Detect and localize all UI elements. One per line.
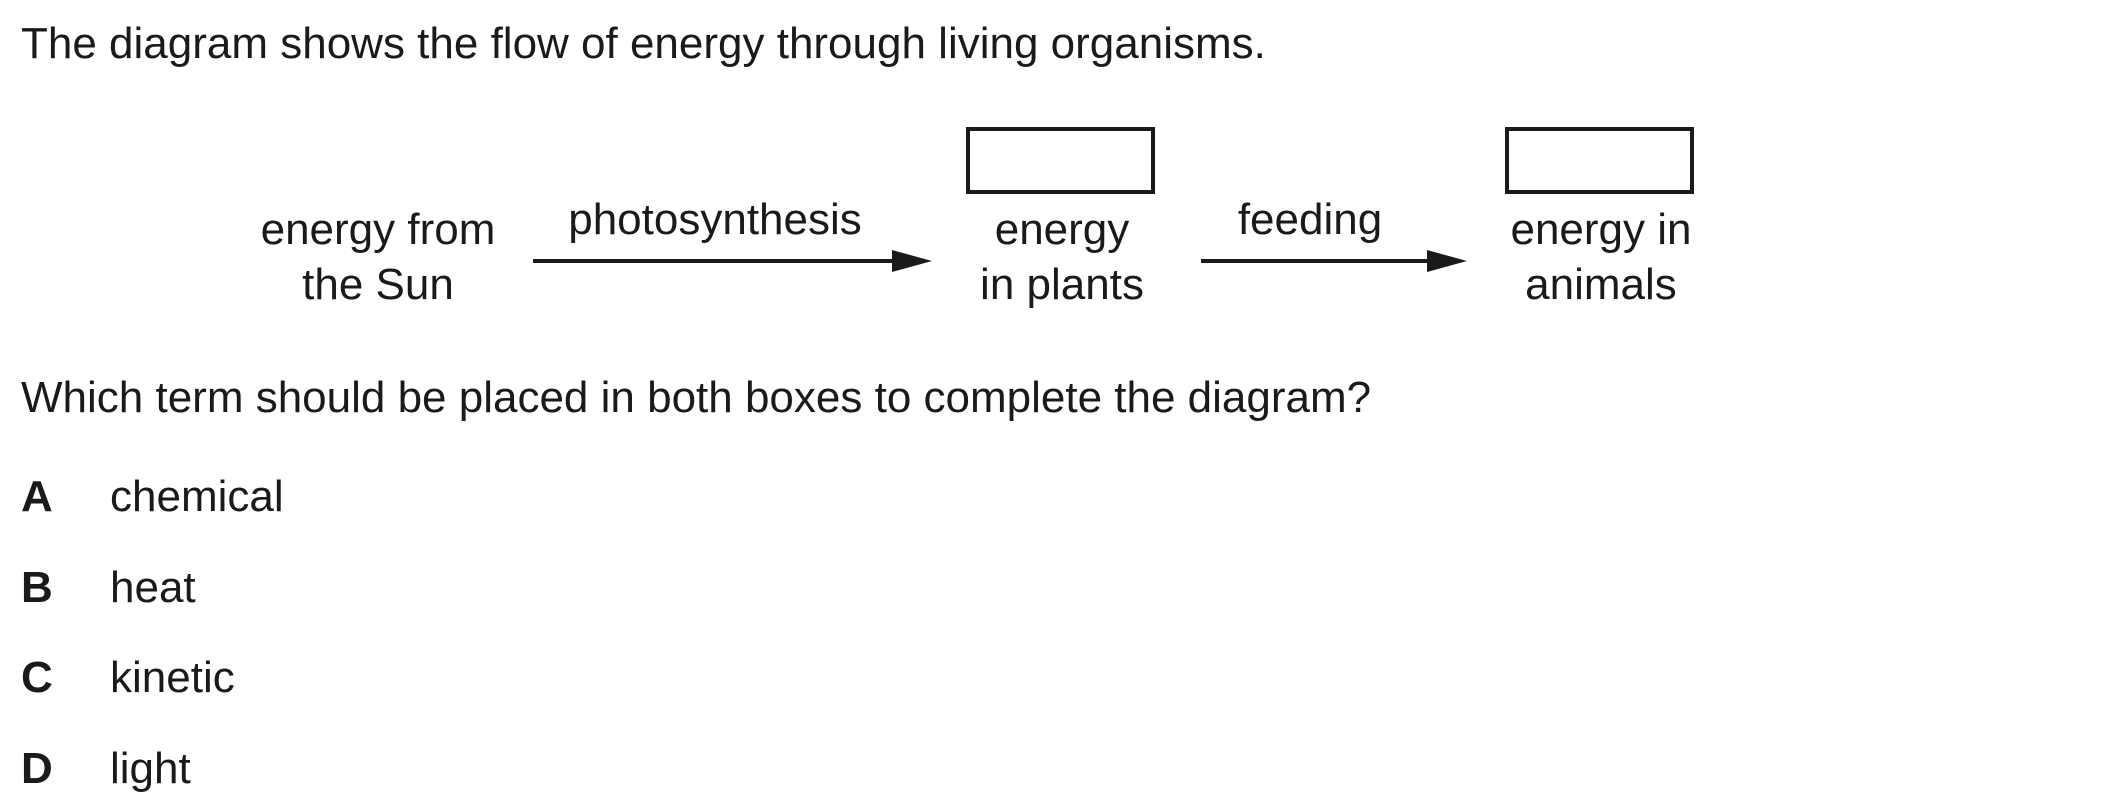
option-b-letter: B <box>21 563 53 612</box>
option-b-text: heat <box>110 563 196 612</box>
arrow-label-photosynthesis: photosynthesis <box>568 195 862 244</box>
option-a-text: chemical <box>110 472 284 521</box>
node-sun-line1: energy from <box>260 205 496 254</box>
option-a-letter: A <box>21 472 53 521</box>
node-energy-in-animals: energy in animals <box>1510 202 1691 312</box>
option-c-text: kinetic <box>110 653 235 702</box>
node-plants-line2: in plants <box>980 260 1144 309</box>
option-d-text: light <box>110 744 191 793</box>
question-text: Which term should be placed in both boxe… <box>21 373 1372 422</box>
node-animals-line2: animals <box>1525 260 1677 309</box>
answer-box-plants <box>966 127 1155 194</box>
answer-box-animals <box>1505 127 1694 194</box>
arrow-photosynthesis <box>533 250 932 272</box>
node-plants-line1: energy <box>994 205 1130 254</box>
option-c-letter: C <box>21 653 53 702</box>
arrow-feeding <box>1201 250 1467 272</box>
intro-text: The diagram shows the flow of energy thr… <box>21 19 1266 68</box>
node-sun-line2: the Sun <box>302 260 454 309</box>
arrow-label-feeding: feeding <box>1237 195 1383 244</box>
node-animals-line1: energy in <box>1510 205 1692 254</box>
node-energy-from-sun: energy from the Sun <box>261 202 496 312</box>
node-energy-in-plants: energy in plants <box>980 202 1144 312</box>
energy-flow-diagram: energy from the Sun photosynthesis energ… <box>0 0 2103 330</box>
option-d-letter: D <box>21 744 53 793</box>
diagram-arrows <box>533 250 1467 272</box>
